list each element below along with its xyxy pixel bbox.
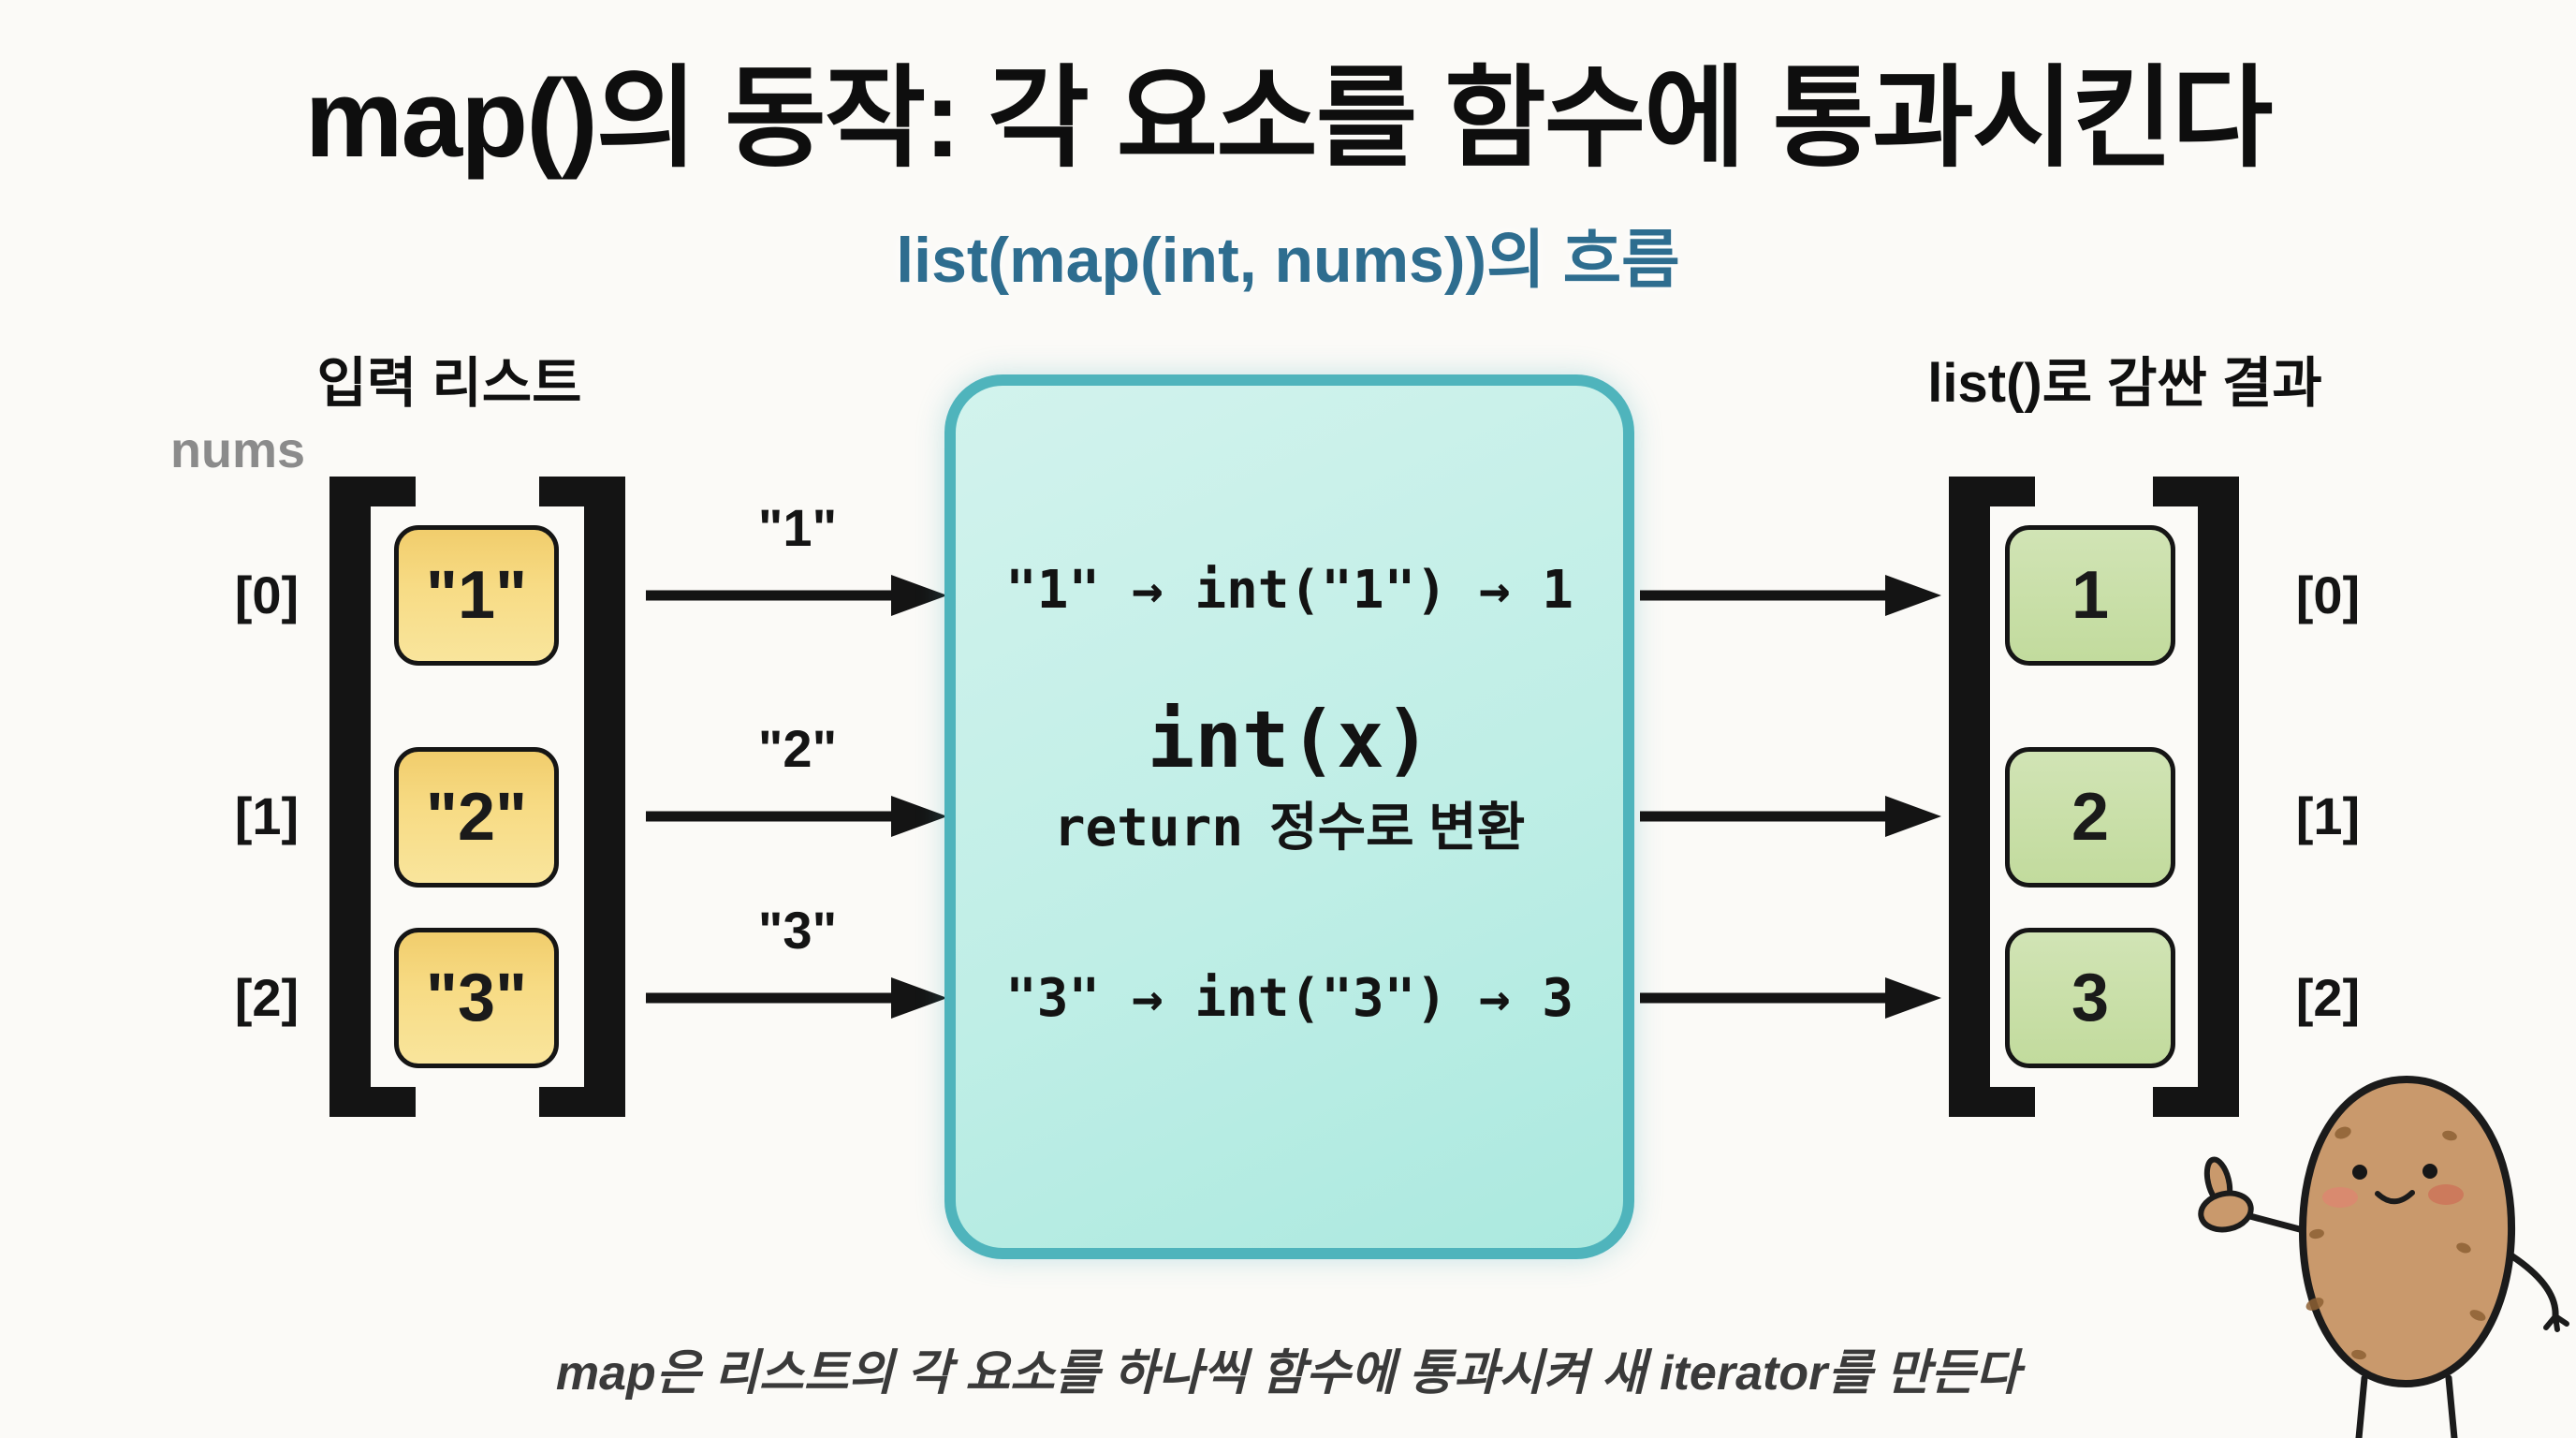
output-item-0: 1: [2005, 525, 2175, 666]
potato-body: [2298, 1075, 2516, 1388]
potato-spots: [2305, 1126, 2486, 1360]
arrow-output-1-icon: [1640, 796, 1941, 837]
arrow-label-2: "3": [757, 901, 838, 960]
input-item-2: "3": [394, 928, 559, 1068]
output-item-2: 3: [2005, 928, 2175, 1068]
output-item-1: 2: [2005, 747, 2175, 888]
input-index-1: [1]: [234, 786, 300, 845]
input-list-right-bracket: [539, 477, 625, 1117]
arrow-input-2-icon: [646, 977, 947, 1019]
output-index-0: [0]: [2295, 565, 2361, 624]
return-description: 정수로 변환: [1269, 798, 1526, 857]
arrow-input-1-icon: [646, 796, 947, 837]
input-index-0: [0]: [234, 565, 300, 624]
potato-mascot: [2198, 1075, 2569, 1438]
function-return-line: return 정수로 변환: [956, 796, 1623, 860]
output-list-left-bracket: [1949, 477, 2035, 1117]
arrow-input-0-icon: [646, 575, 947, 616]
function-name: int(x): [1147, 694, 1432, 785]
input-list-header: 입력 리스트: [316, 353, 582, 414]
function-example-top: "1" → int("1") → 1: [1005, 560, 1573, 621]
function-box: "1" → int("1") → 1 int(x) return 정수로 변환 "…: [944, 374, 1634, 1259]
arrow-output-0-icon: [1640, 575, 1941, 616]
input-list-left-bracket: [329, 477, 416, 1117]
subtitle: list(map(int, nums))의 흐름: [896, 225, 1680, 296]
potato-right-arm: [2503, 1249, 2569, 1332]
output-list-right-bracket: [2153, 477, 2239, 1117]
output-list-header: list()로 감싼 결과: [1927, 353, 2322, 414]
nums-variable-label: nums: [170, 422, 306, 478]
input-index-2: [2]: [234, 968, 300, 1027]
bottom-caption: map은 리스트의 각 요소를 하나씩 함수에 통과시켜 새 iterator를…: [555, 1346, 2021, 1401]
return-keyword: return: [1053, 798, 1244, 858]
page-title: map()의 동작: 각 요소를 함수에 통과시킨다: [304, 57, 2274, 181]
arrow-label-0: "1": [757, 498, 838, 557]
potato-face: [2322, 1164, 2464, 1208]
input-item-0: "1": [394, 525, 559, 666]
function-example-bottom: "3" → int("3") → 3: [1005, 968, 1573, 1029]
arrow-label-1: "2": [757, 719, 838, 778]
arrow-output-2-icon: [1640, 977, 1941, 1019]
potato-legs: [2355, 1374, 2458, 1438]
output-index-2: [2]: [2295, 968, 2361, 1027]
output-index-1: [1]: [2295, 786, 2361, 845]
input-item-1: "2": [394, 747, 559, 888]
thumbs-up-icon: [2198, 1156, 2314, 1236]
